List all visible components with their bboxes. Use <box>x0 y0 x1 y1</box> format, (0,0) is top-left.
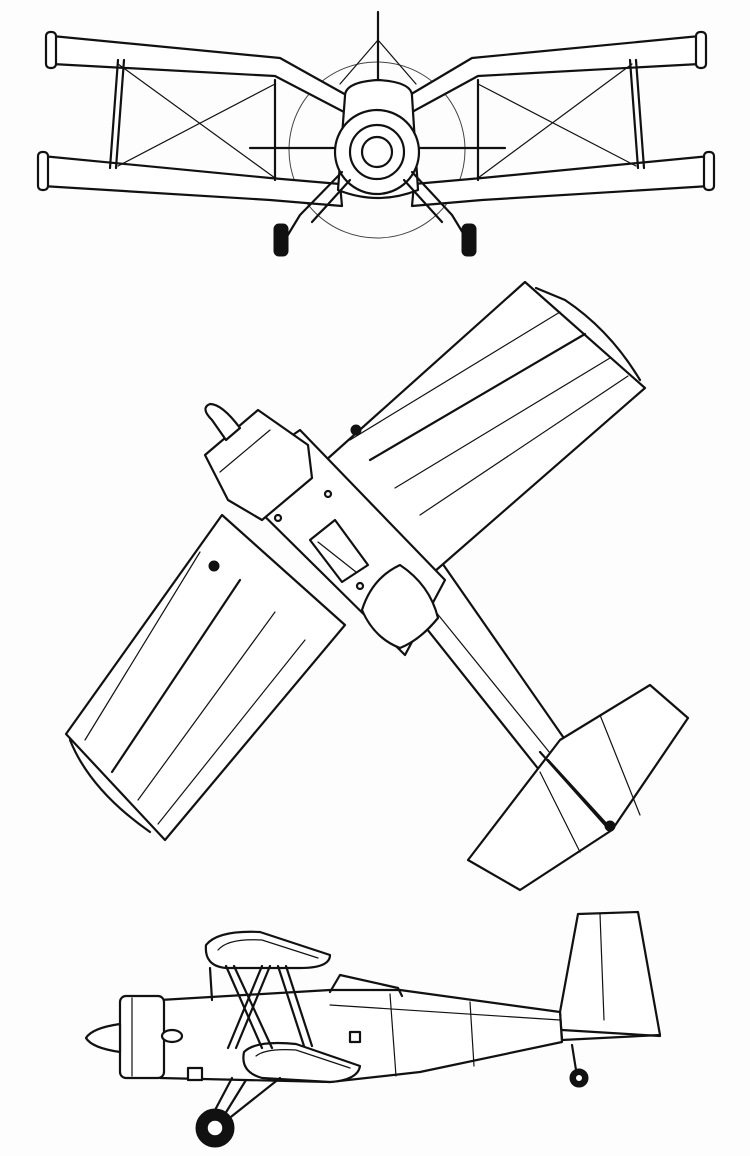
hopper-hatch <box>308 518 370 584</box>
spinner-side <box>84 1022 122 1054</box>
lower-wing-left <box>40 154 344 208</box>
upper-wing-side <box>204 930 332 970</box>
wheel-right <box>461 223 477 257</box>
upper-wingtip-right <box>694 30 708 70</box>
cockpit-canopy <box>360 563 440 650</box>
lower-wingtip-left <box>36 150 50 192</box>
wheel-left <box>273 223 289 257</box>
engine-cowling-top <box>203 408 314 522</box>
lower-wing-right <box>410 154 712 208</box>
top-view <box>64 280 690 892</box>
engine-cowling-side <box>118 994 166 1080</box>
horizontal-stabilizer-side <box>560 1028 662 1038</box>
wing-lower-left <box>64 513 347 842</box>
lower-wing-side <box>242 1041 362 1084</box>
upper-wing-right <box>406 34 702 114</box>
propeller-spinner <box>360 135 394 169</box>
main-gear-leg-right <box>410 170 468 240</box>
main-gear-leg-left <box>284 170 344 240</box>
spinner-top <box>204 402 242 442</box>
lower-wingtip-right <box>702 150 716 192</box>
upper-wingtip-left <box>44 30 58 70</box>
side-view <box>84 910 662 1148</box>
vertical-fin <box>558 910 662 1042</box>
front-view <box>36 10 716 257</box>
